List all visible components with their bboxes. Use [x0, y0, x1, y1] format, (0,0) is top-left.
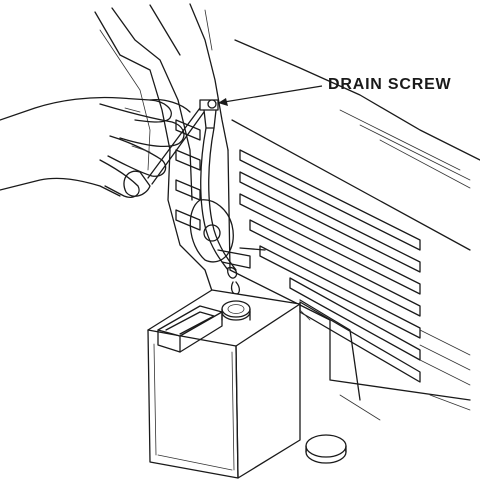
screwdriver	[123, 107, 205, 197]
hand	[0, 96, 191, 198]
fuel-container	[147, 289, 311, 479]
fuel-cap	[305, 434, 347, 464]
shading-lines	[339, 329, 471, 421]
drain-tube	[200, 127, 238, 279]
callout-leader	[217, 85, 323, 106]
drain-screw	[199, 99, 219, 129]
drain-screw-label: DRAIN SCREW	[328, 76, 452, 93]
engine-housing	[94, 3, 480, 401]
drain-boss	[189, 199, 266, 269]
